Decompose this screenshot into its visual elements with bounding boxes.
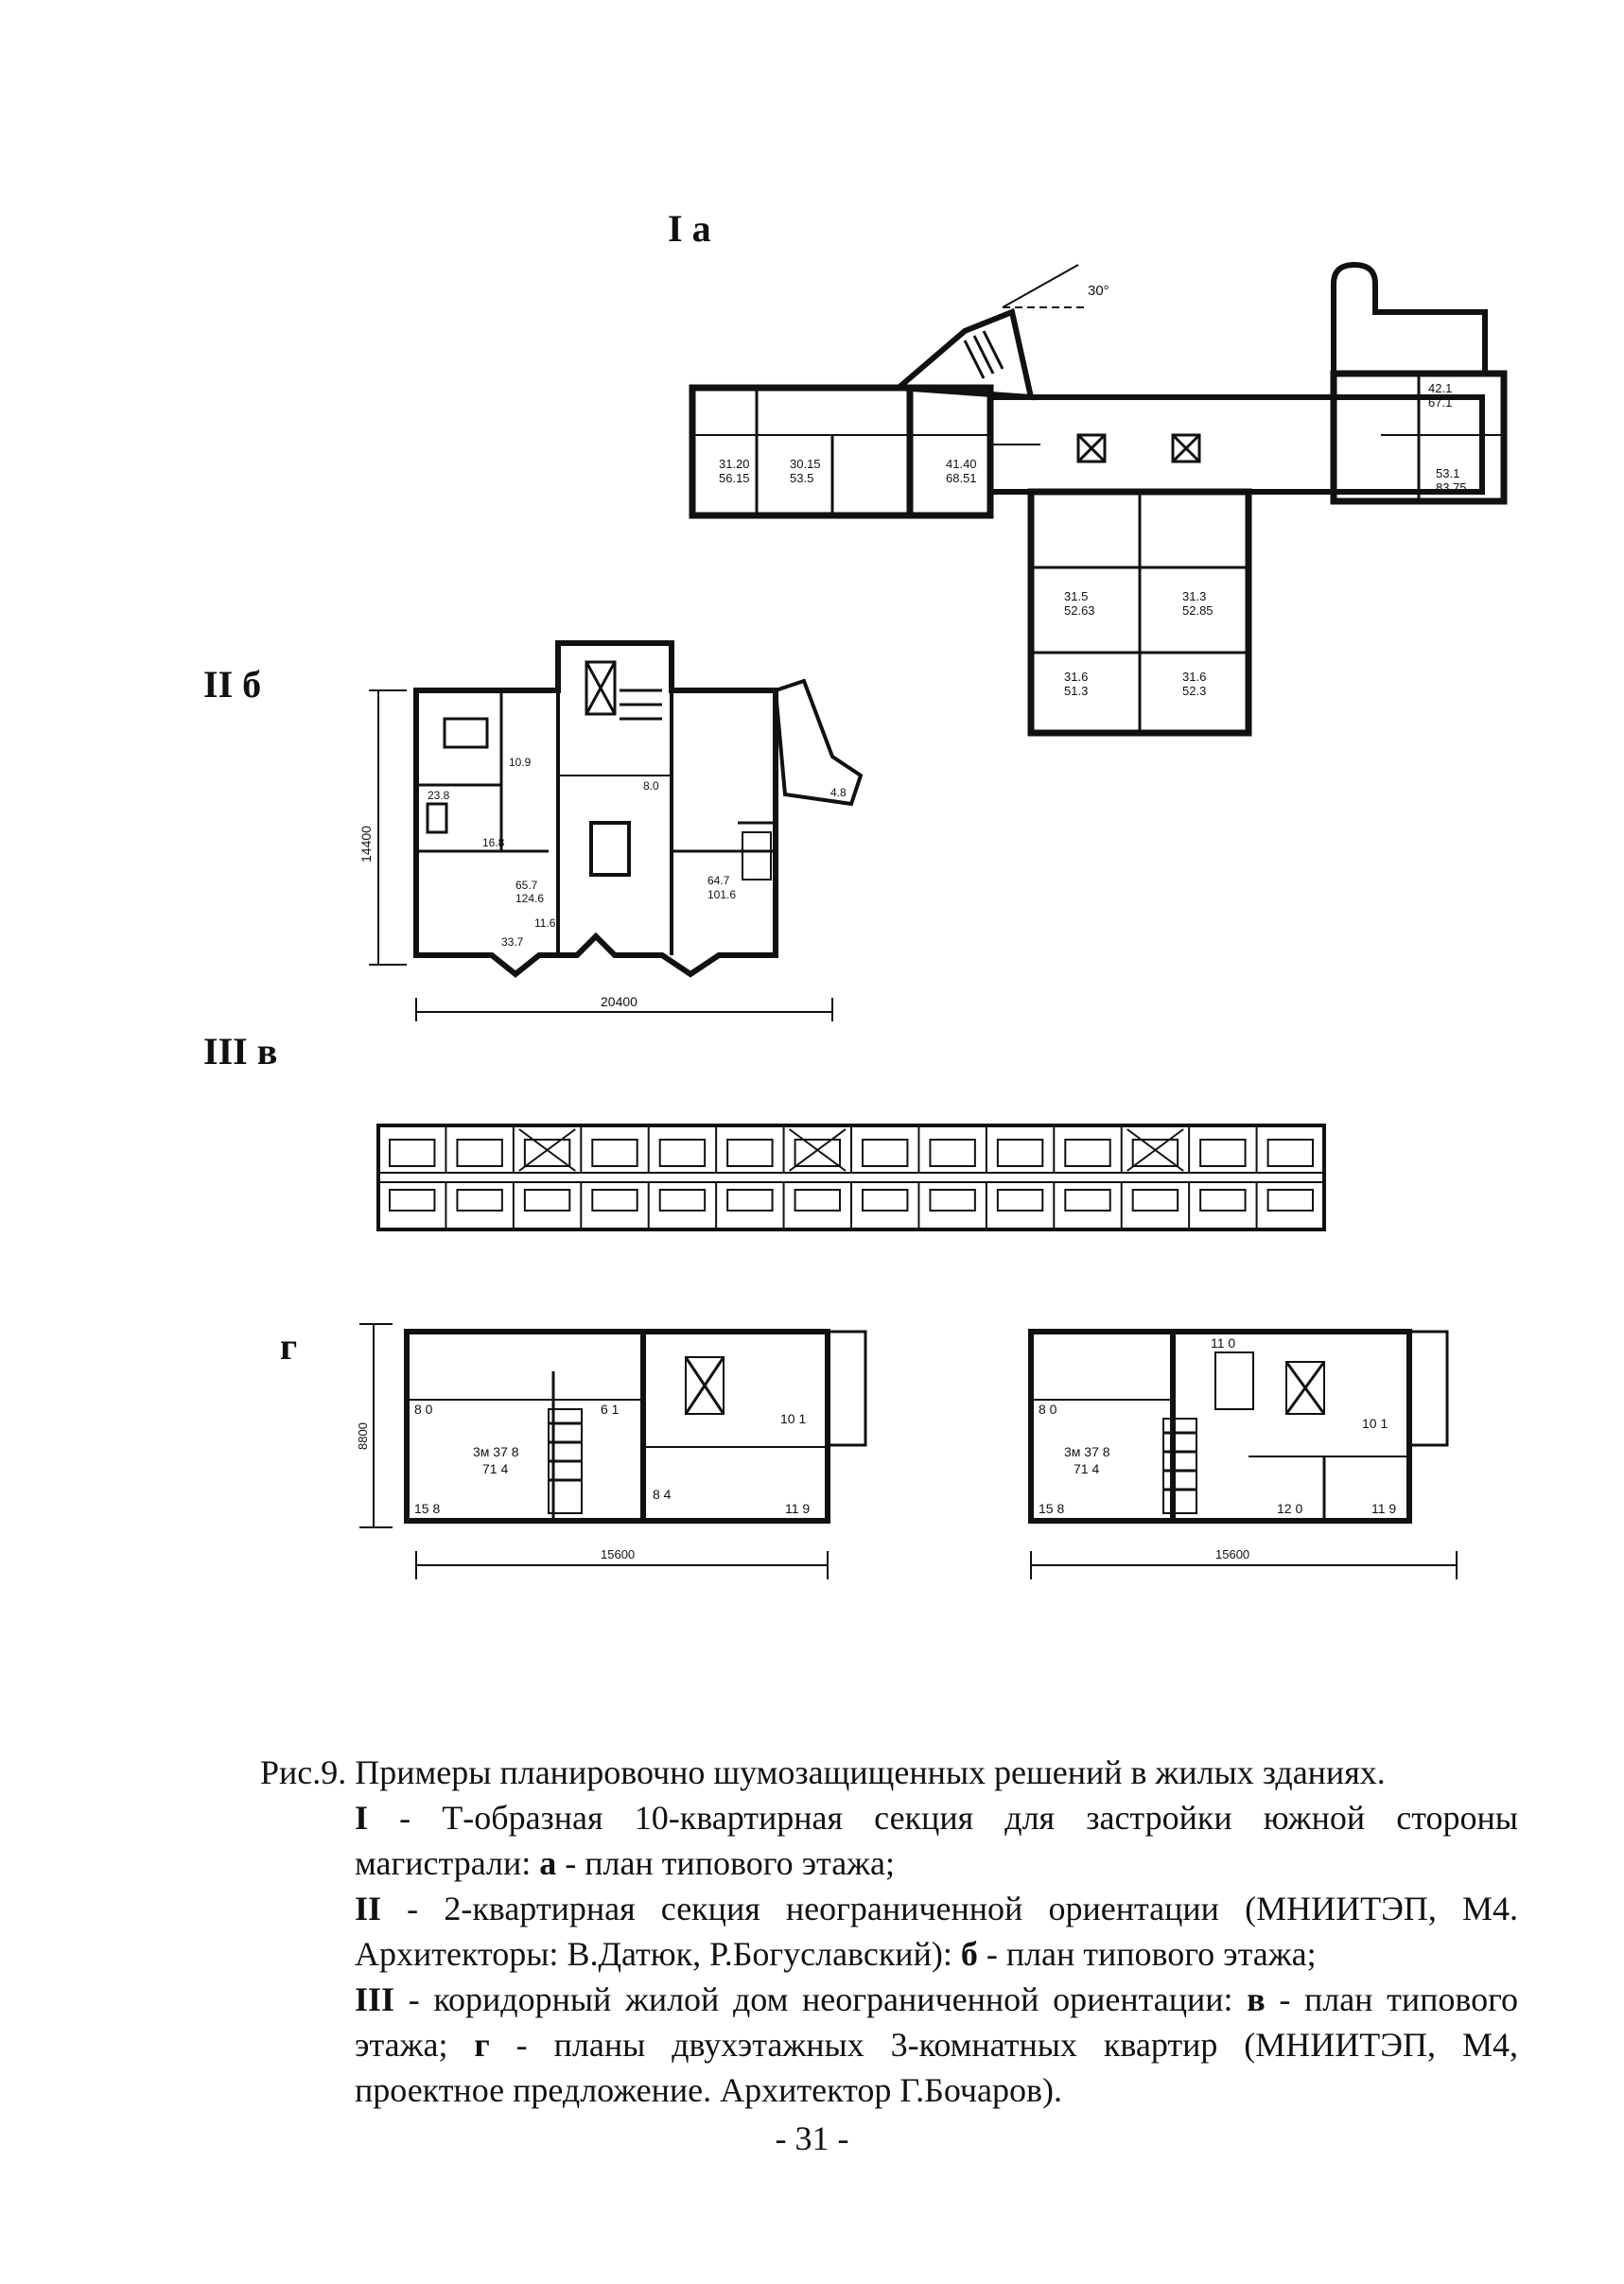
room-I-6-top: 31.5: [1064, 589, 1088, 603]
plan-G1-dim-height: 8800: [356, 1422, 370, 1450]
caption-item-II-num: II: [355, 1890, 382, 1927]
plan-G2-label-8: 11 9: [1371, 1501, 1396, 1516]
plan-G1-label-1: 8 0: [414, 1402, 433, 1417]
plan-II-label-7: 64.7: [707, 874, 730, 887]
plan-G2-dim-width: 15600: [1215, 1547, 1249, 1561]
plan-II-label-5: 11.6: [534, 916, 556, 930]
plan-II-dim-width: 20400: [601, 994, 637, 1009]
plan-II-label-4: 124.6: [515, 892, 544, 905]
room-I-7-bottom: 52.85: [1182, 603, 1214, 618]
room-I-1-bottom: 56.15: [719, 471, 750, 485]
caption-item-III-key2: г: [474, 2026, 490, 2064]
plan-G1-label-8: 11 9: [785, 1501, 810, 1516]
plan-I-angle: 30°: [1088, 283, 1109, 299]
room-I-4-top: 42.1: [1428, 381, 1452, 395]
room-I-2-top: 30.15: [790, 457, 821, 471]
plan-II-label-6: 33.7: [501, 935, 524, 949]
room-I-7-top: 31.3: [1182, 589, 1206, 603]
label-g: г: [280, 1325, 298, 1368]
room-I-9-top: 31.6: [1182, 670, 1206, 684]
room-I-5-top: 53.1: [1436, 466, 1459, 480]
room-I-4-bottom: 67.1: [1428, 395, 1452, 410]
figure-caption: Рис.9. Примеры планировочно шумозащищенн…: [260, 1750, 1518, 2113]
plan-G1-label-4: 3м 37 8: [473, 1444, 519, 1459]
plan-G2-label-3: 10 1: [1362, 1416, 1388, 1431]
plan-G2-label-4: 3м 37 8: [1064, 1444, 1110, 1459]
page-number: - 31 -: [775, 2119, 849, 2157]
room-I-9-bottom: 52.3: [1182, 684, 1206, 698]
plan-G1-floorplan: 8 0 6 1 10 1 3м 37 8 71 4 15 8 8 4 11 9 …: [356, 1323, 867, 1579]
caption-item-II-key: б: [960, 1935, 978, 1973]
caption-item-II-tail: - план типового этажа;: [977, 1935, 1317, 1973]
room-I-1-top: 31.20: [719, 457, 750, 471]
room-I-5-bottom: 83.75: [1436, 480, 1467, 495]
caption-item-I-text: - Т-образная 10-квартирная секция для за…: [355, 1799, 1518, 1882]
caption-item-II: II - 2-квартирная секция неограниченной …: [260, 1886, 1518, 1977]
plan-G2-label-1: 11 0: [1211, 1335, 1235, 1351]
plan-II-label-11: 8.0: [643, 779, 659, 793]
room-I-6-bottom: 52.63: [1064, 603, 1095, 618]
plan-G2-floorplan: 11 0 8 0 10 1 3м 37 8 71 4 15 8 12 0 11 …: [1028, 1329, 1458, 1579]
plan-G2-label-7: 12 0: [1277, 1501, 1302, 1516]
plan-II-dim-height: 14400: [358, 826, 374, 863]
caption-item-III-text: - коридорный жилой дом неограниченной ор…: [394, 1980, 1248, 2018]
caption-item-III-key: в: [1247, 1980, 1266, 2018]
label-I-a: I а: [668, 207, 711, 250]
caption-item-I: I - Т-образная 10-квартирная секция для …: [260, 1795, 1518, 1886]
plan-II-label-1: 23.8: [428, 789, 450, 802]
caption-item-III-tail2: - планы двухэтажных 3-комнатных квартир …: [355, 2026, 1518, 2109]
plan-II-label-2: 16.8: [482, 836, 505, 849]
plan-II-label-9: 4.8: [830, 786, 847, 799]
caption-item-III-num: III: [355, 1980, 395, 2018]
caption-item-I-key: а: [539, 1844, 557, 1882]
caption-title: Рис.9. Примеры планировочно шумозащищенн…: [260, 1753, 1386, 1791]
room-I-8-bottom: 51.3: [1064, 684, 1088, 698]
plan-II-floorplan: 14400 20400 23.8 16.8 65.7 124.6 11.6 33…: [358, 640, 864, 1021]
plan-II-label-3: 65.7: [515, 879, 538, 892]
plan-G1-label-2: 6 1: [601, 1402, 620, 1417]
caption-item-III: III - коридорный жилой дом неограниченно…: [260, 1977, 1518, 2113]
plan-I-floorplan: 30° 31.20 56.15 30.15 53.5 41.40 68.51 4…: [689, 261, 1508, 737]
plan-II-label-8: 101.6: [707, 888, 736, 901]
plan-G1-dim-width: 15600: [601, 1547, 635, 1561]
plan-G2-label-6: 15 8: [1039, 1501, 1064, 1516]
strip-modules: [377, 1125, 1314, 1229]
plan-G1-label-7: 8 4: [653, 1487, 672, 1502]
caption-item-III-tail: - план типового этажа;: [355, 1980, 1518, 2064]
caption-item-I-num: I: [355, 1799, 369, 1837]
plan-G1-label-5: 71 4: [482, 1461, 508, 1476]
plan-G1-label-6: 15 8: [414, 1501, 440, 1516]
room-I-3-bottom: 68.51: [946, 471, 977, 485]
room-I-3-top: 41.40: [946, 457, 977, 471]
label-II-b: II б: [203, 663, 262, 706]
plan-G1-label-3: 10 1: [780, 1411, 806, 1426]
room-I-8-top: 31.6: [1064, 670, 1088, 684]
plan-G2-label-5: 71 4: [1074, 1461, 1099, 1476]
caption-item-II-text: - 2-квартирная секция неограниченной ори…: [355, 1890, 1518, 1973]
label-III-v: III в: [203, 1030, 278, 1072]
room-I-2-bottom: 53.5: [790, 471, 813, 485]
plan-II-label-10: 10.9: [509, 756, 532, 769]
plan-III-strip: [376, 1124, 1326, 1231]
caption-item-I-tail: - план типового этажа;: [556, 1844, 896, 1882]
plan-G2-label-2: 8 0: [1039, 1402, 1057, 1417]
